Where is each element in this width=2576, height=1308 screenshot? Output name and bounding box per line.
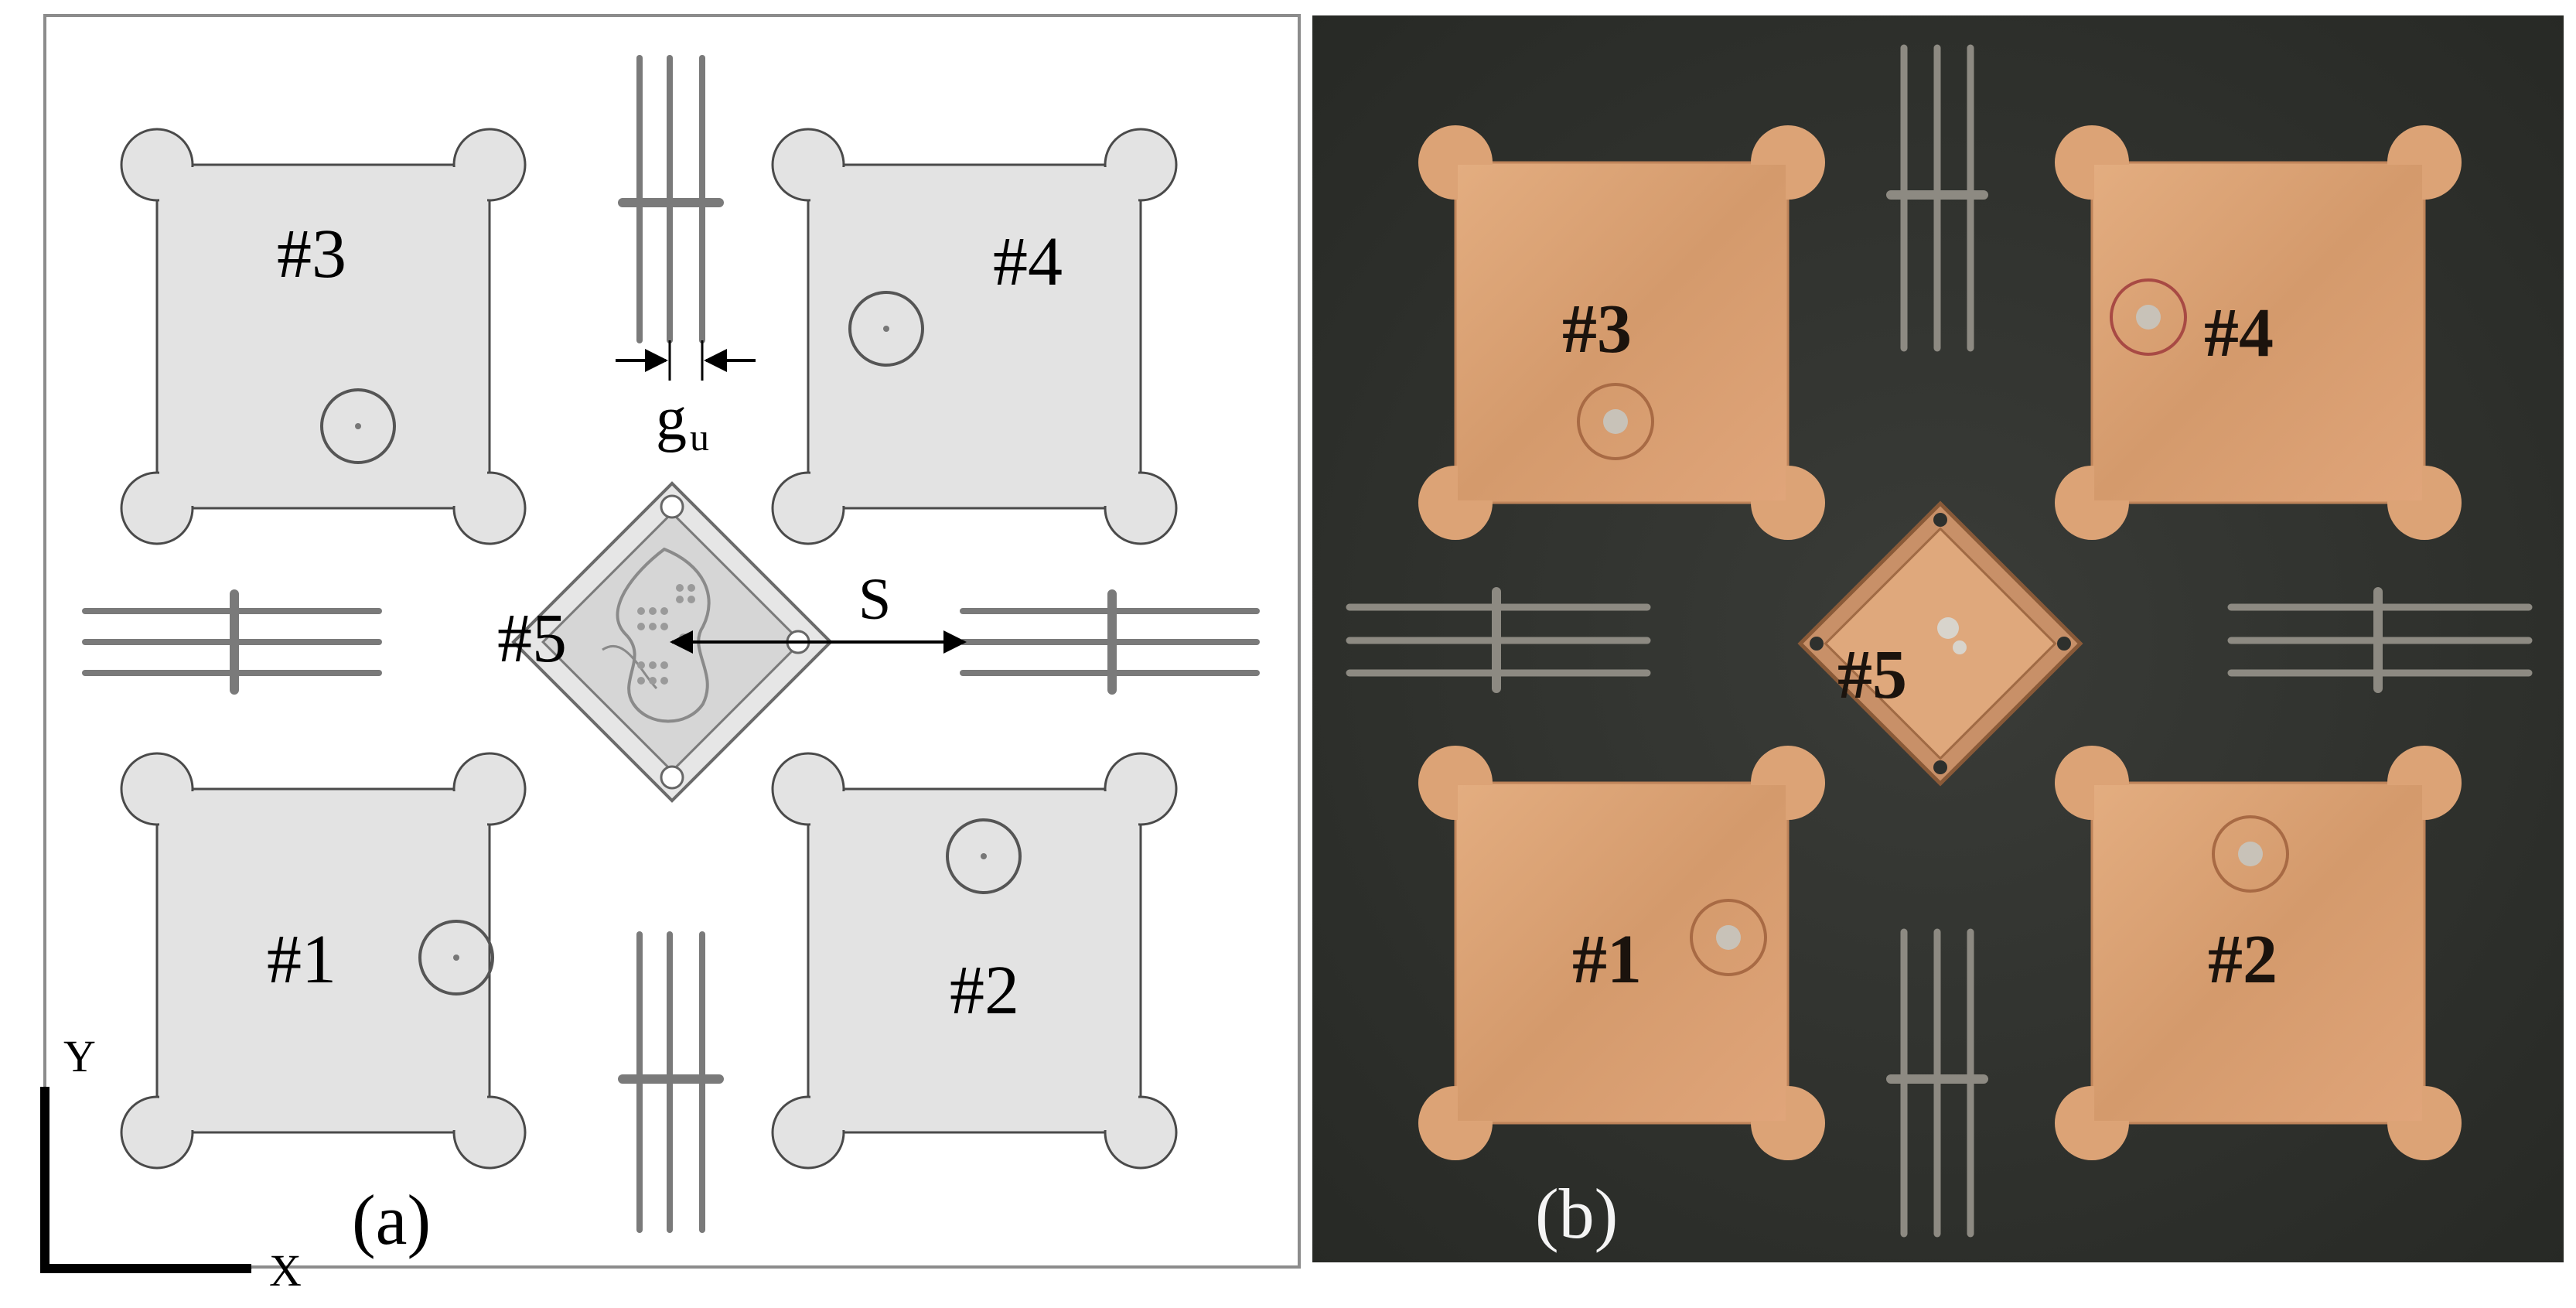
feed-pin: [355, 423, 361, 429]
via-hole: [1810, 637, 1824, 651]
feed-pin: [1937, 617, 1959, 639]
board-label-patch-2: #2: [2208, 921, 2277, 998]
gap-dimension: g u: [616, 340, 756, 459]
feed-probe: [1577, 383, 1654, 460]
decoupling-strips-left: [82, 589, 382, 695]
feed-pin: [883, 326, 889, 332]
panel-b-caption: (b): [1535, 1174, 1618, 1253]
gap-label: g: [656, 385, 687, 453]
axis-x-label: X: [269, 1245, 302, 1296]
patch-fill-cover: [159, 167, 487, 506]
gap-subscript: u: [690, 415, 709, 459]
label-center-5: #5: [497, 600, 567, 677]
feed-probe: [2110, 278, 2187, 356]
via-hole: [1933, 760, 1947, 774]
panel-a-caption: (a): [352, 1180, 431, 1259]
board-strips-bottom: [1886, 928, 1988, 1238]
copper-patch-4: [2055, 125, 2462, 540]
feed-probe: [418, 920, 494, 996]
coordinate-axes: Y X: [40, 1031, 302, 1296]
patch-fill-cover: [159, 791, 487, 1130]
board-strips-right: [2227, 587, 2533, 693]
via-hole: [1933, 513, 1947, 527]
spacing-dimension: S: [670, 567, 967, 654]
decoupling-strips-bottom: [618, 931, 724, 1233]
feed-pin: [1953, 640, 1967, 654]
patch-2: [771, 752, 1178, 1170]
patch-fill-cover: [810, 791, 1138, 1130]
label-patch-4: #4: [993, 224, 1063, 300]
feed-pin: [1603, 409, 1628, 434]
patch-3: [120, 128, 527, 545]
panel-a: g u S #1 #2 #3 #4 #5 Y X (a): [40, 14, 1301, 1296]
board-label-center-5: #5: [1837, 637, 1907, 713]
board-label-patch-3: #3: [1562, 291, 1632, 367]
patch-1: [120, 752, 527, 1170]
feed-pin: [1716, 925, 1741, 950]
label-patch-2: #2: [950, 952, 1019, 1029]
label-patch-3: #3: [277, 216, 346, 292]
copper-patch-3: [1418, 125, 1825, 540]
label-patch-1: #1: [267, 921, 336, 998]
copper-center-element-5: [1797, 500, 2083, 787]
board-strips-top: [1886, 44, 1988, 352]
feed-probe: [848, 291, 924, 367]
feed-probe: [320, 388, 396, 464]
copper-patch-1: [1418, 746, 1825, 1160]
axis-y-label: Y: [63, 1031, 96, 1081]
spacing-label: S: [858, 567, 891, 632]
patch-4: [771, 128, 1178, 545]
feed-probe: [1690, 899, 1767, 976]
via-hole: [660, 765, 684, 790]
feed-pin: [2136, 305, 2161, 330]
decoupling-strips-right: [960, 589, 1260, 695]
feed-pin: [2238, 842, 2263, 866]
patch-fill-cover: [810, 167, 1138, 506]
feed-pin: [981, 853, 987, 859]
board-strips-left: [1346, 587, 1651, 693]
feed-pin: [453, 955, 459, 961]
feed-probe: [946, 818, 1022, 894]
via-hole: [2057, 637, 2071, 651]
center-trace: [616, 547, 711, 723]
panel-b: #3 #4 #1 #2 #5 (b): [1312, 15, 2564, 1262]
copper-patch-2: [2055, 746, 2462, 1160]
board-label-patch-1: #1: [1572, 921, 1642, 998]
board-label-patch-4: #4: [2204, 295, 2274, 371]
decoupling-strips-top: [618, 55, 724, 343]
via-hole: [660, 494, 684, 519]
feed-probe: [2212, 815, 2289, 893]
